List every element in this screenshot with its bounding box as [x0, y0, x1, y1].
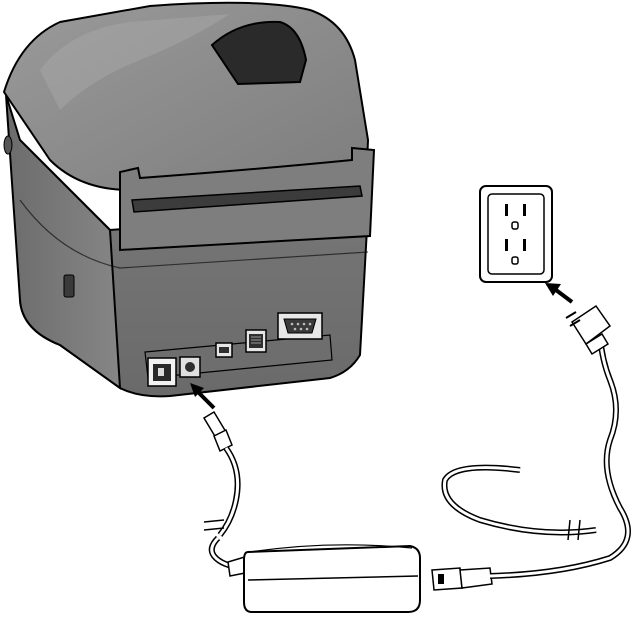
printer-icon	[2, 1, 376, 398]
printer-side-knob	[3, 135, 13, 155]
dc-cable	[202, 410, 251, 577]
serial-port	[277, 312, 323, 340]
printer-paper-slot	[131, 185, 363, 213]
printer-paper-opening	[210, 20, 308, 86]
printer-left-side	[5, 94, 122, 391]
power-adapter-icon	[243, 544, 421, 613]
ethernet-port	[245, 329, 267, 353]
power-switch	[179, 356, 201, 378]
wall-outlet-icon	[479, 185, 553, 283]
power-port	[147, 357, 177, 387]
printer-seam	[19, 199, 369, 269]
arrow-icon	[545, 283, 574, 304]
usb-port	[215, 342, 233, 358]
printer-side-switch	[63, 274, 75, 298]
arrow-icon	[190, 383, 216, 410]
printer-top-highlight	[40, 14, 230, 110]
power-cord-icon	[431, 304, 631, 591]
